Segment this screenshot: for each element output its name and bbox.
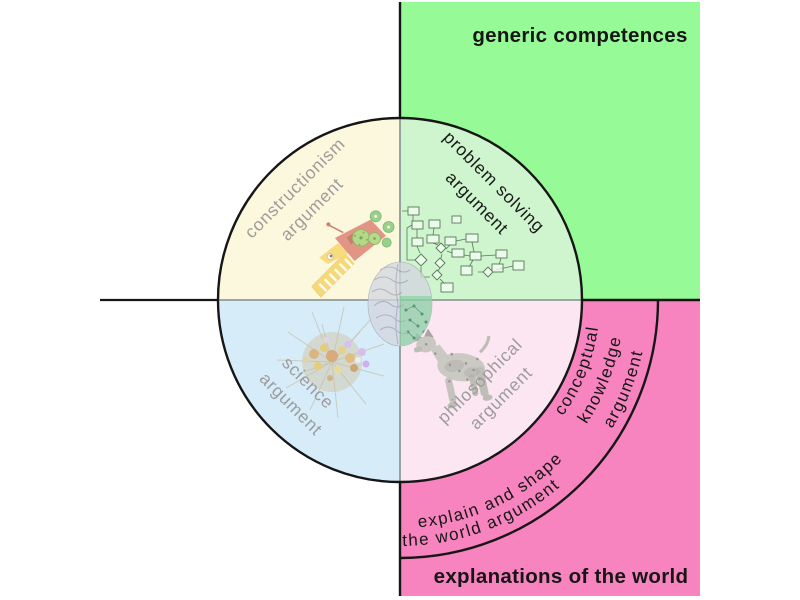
explanations-of-world-title: explanations of the world	[434, 565, 689, 588]
brain-center-image	[367, 261, 433, 347]
sector-science	[218, 300, 400, 482]
generic-competences-title: generic competences	[472, 24, 687, 47]
molecule-cluster-image	[276, 306, 385, 419]
sector-problem-solving	[400, 118, 582, 300]
sector-philosophical	[400, 300, 582, 482]
flowchart-diagram-image	[402, 206, 525, 293]
lego-crocodile-robot-image	[311, 210, 395, 298]
outer-ring-arc	[399, 299, 660, 560]
inner-circle-outline	[216, 116, 584, 484]
